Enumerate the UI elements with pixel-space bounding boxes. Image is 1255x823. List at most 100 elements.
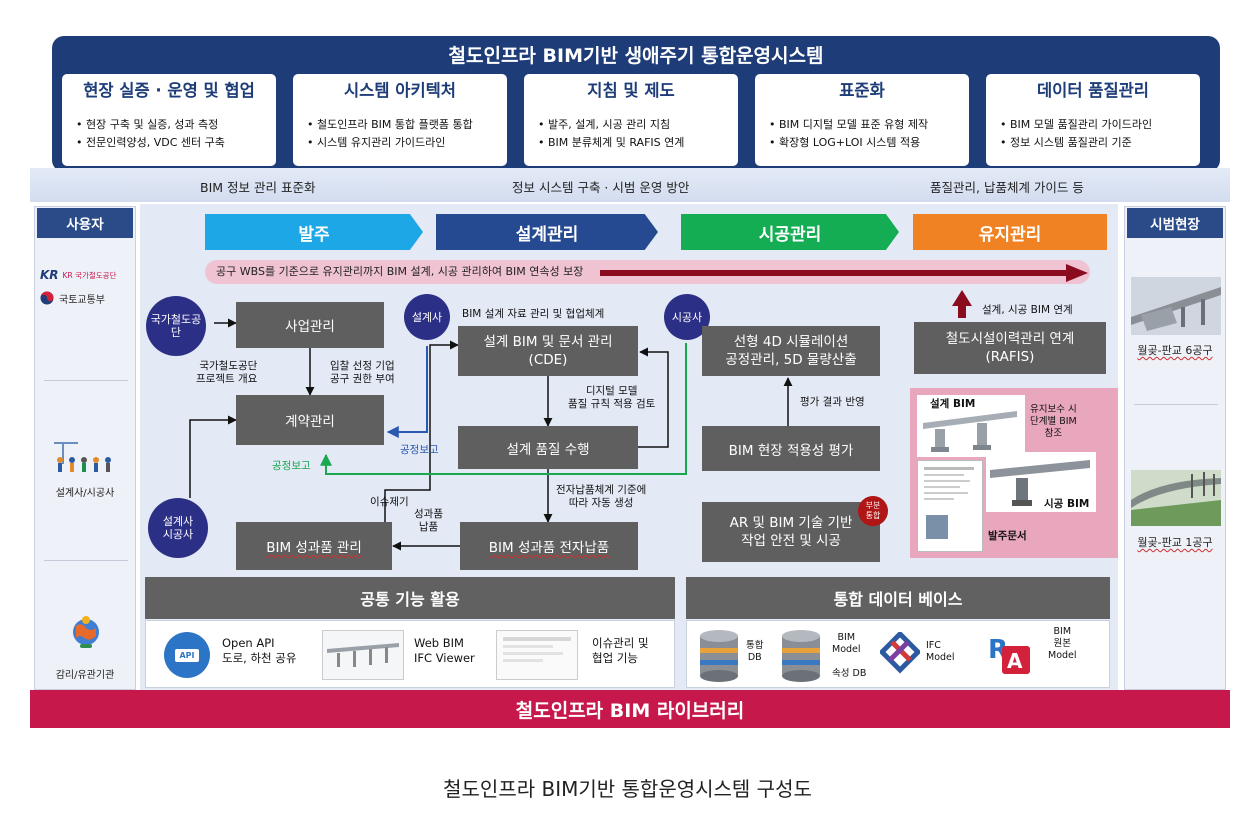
system-title: 철도인프라 BIM기반 생애주기 통합운영시스템 [448,44,824,67]
box-deliverables-management: BIM 성과품 관리 [236,522,392,570]
users-panel-title: 사용자 [37,208,133,238]
note-bim-link: 설계, 시공 BIM 연계 [982,304,1073,316]
band-text-right: 품질관리, 납품체계 가이드 등 [930,180,1084,195]
box-field-applicability: BIM 현장 적용성 평가 [702,426,880,471]
label-design-bim: 설계 BIM [930,398,976,410]
box-contract-management: 계약관리 [236,395,384,445]
category-item: • 정보 시스템 품질관리 기준 [1000,136,1132,149]
actor-designer: 설계사 [404,294,450,340]
site-label-1: 월곶-판교 1공구 [1137,536,1213,549]
label-owner-docs: 발주문서 [988,530,1027,542]
category-title: 표준화 [839,81,885,100]
note-bidding: 입찰 선정 기업 공구 권한 부여 [330,360,395,385]
note-progress-report-blue: 공정보고 [400,444,439,456]
api-icon: API [164,632,210,678]
site-image-1 [1131,470,1221,526]
web-bim-viewer-image [322,630,404,680]
note-project-overview: 국가철도공단 프로젝트 개요 [196,360,258,385]
category-field-operation: 현장 실증 · 운영 및 협업 • 현장 구축 및 실증, 성과 측정 • 전문… [62,74,276,166]
box-e-delivery: BIM 성과품 전자납품 [460,522,638,570]
attribute-db-label: 속성 DB [832,668,867,679]
note-digital-model: 디지털 모델 품질 규칙 적용 검토 [568,385,656,410]
band-text-left: BIM 정보 관리 표준화 [200,180,316,195]
label-maintenance-ref: 유지보수 시 단계별 BIM 참조 [1030,404,1077,439]
site-image-6 [1131,277,1221,335]
summary-band [30,168,1230,202]
divider [44,380,128,381]
box-rafis: 철도시설이력관리 연계 (RAFIS) [914,322,1106,374]
molit-logo: 국토교통부 [40,290,132,306]
divider [44,560,128,561]
box-design-quality: 설계 품질 수행 [458,426,638,469]
category-item: • BIM 분류체계 및 RAFIS 연계 [538,136,685,149]
bim-model-label: BIM Model [832,632,861,655]
taegeuk-icon [40,291,54,305]
owner-document-image [917,460,983,552]
actor-owner: 국가철도공 단 [146,296,206,356]
category-item: • 철도인프라 BIM 통합 플랫폼 통합 [307,118,473,131]
category-item: • 현장 구축 및 실증, 성과 측정 [76,118,219,131]
database-icon [696,628,742,682]
svg-text:A: A [1007,649,1023,673]
category-title: 데이터 품질관리 [1036,81,1149,100]
label-construction-bim: 시공 BIM [1044,498,1090,510]
design-bim-image [917,395,1025,457]
phase-maintenance: 유지관리 [913,214,1107,250]
figure-caption: 철도인프라 BIM기반 통합운영시스템 구성도 [443,776,812,801]
web-bim-text: Web BIM IFC Viewer [414,636,475,665]
category-data-quality: 데이터 품질관리 • BIM 모델 품질관리 가이드라인 • 정보 시스템 품질… [986,74,1200,166]
box-ar-safety: AR 및 BIM 기술 기반 작업 안전 및 시공 [702,502,880,562]
revit-logo-icon: R A [986,630,1032,676]
category-item: • 시스템 유지관리 가이드라인 [307,136,446,149]
integrated-db-label: 통합 DB [746,640,764,663]
note-auto-generate: 전자납품체계 기준에 따라 자동 생성 [556,484,647,509]
kr-logo: KR KR 국가철도공단 [40,268,117,282]
supervision-label: 감리/유관기관 [55,670,115,681]
category-item: • BIM 모델 품질관리 가이드라인 [1000,118,1153,131]
category-item: • 발주, 설계, 시공 관리 지침 [538,118,671,131]
note-eval-reflect: 평가 결과 반영 [800,396,865,408]
ifc-model-label: IFC Model [926,640,955,663]
phase-design: 설계관리 [436,214,658,250]
band-text-center: 정보 시스템 구축 · 시범 운영 방안 [512,180,690,195]
users-panel [34,206,136,690]
phase-order: 발주 [205,214,423,250]
common-functions-header: 공통 기능 활용 [145,577,675,619]
note-deliverable-submit: 성과품 납품 [414,508,443,533]
category-item: • 전문인력양성, VDC 센터 구축 [76,136,225,149]
note-progress-report-green: 공정보고 [272,460,311,472]
globe-people-icon [66,614,106,658]
category-item: • 확장형 LOG+LOI 시스템 적용 [769,136,921,149]
database-icon [778,628,824,682]
bim-original-label: BIM 원본 Model [1048,626,1077,661]
construction-bim-image [986,452,1096,512]
category-standardization: 표준화 • BIM 디지털 모델 표준 유형 제작 • 확장형 LOG+LOI … [755,74,969,166]
box-project-management: 사업관리 [236,302,384,348]
box-cde: 설계 BIM 및 문서 관리 (CDE) [458,326,638,376]
wbs-text: 공구 WBS를 기준으로 유지관리까지 BIM 설계, 시공 관리하여 BIM … [216,265,584,278]
continuity-arrow [600,264,1088,282]
category-title: 현장 실증 · 운영 및 협업 [83,81,255,100]
open-api-text: Open API 도로, 하천 공유 [222,636,297,665]
library-footer: 철도인프라 BIM 라이브러리 [30,690,1230,728]
actor-designer-contractor: 설계사 시공사 [148,498,208,558]
category-title: 지침 및 제도 [587,81,675,100]
category-architecture: 시스템 아키텍처 • 철도인프라 BIM 통합 플랫폼 통합 • 시스템 유지관… [293,74,507,166]
note-design-coop: BIM 설계 자료 관리 및 협업체계 [462,308,605,320]
category-title: 시스템 아키텍처 [343,81,456,100]
divider [1134,404,1218,405]
note-issue: 이슈제기 [370,496,409,508]
site-label-6: 월곶-판교 6공구 [1137,344,1213,357]
box-4d-simulation: 선형 4D 시뮬레이션 공정관리, 5D 물량산출 [702,326,880,376]
integrated-db-header: 통합 데이터 베이스 [686,577,1110,619]
issue-management-image [496,630,578,680]
common-functions-panel [145,620,675,688]
category-item: • BIM 디지털 모델 표준 유형 제작 [769,118,929,131]
pilot-sites-title: 시범현장 [1127,208,1223,238]
designer-contractor-label: 설계사/시공사 [55,488,115,499]
partial-integration-badge: 부분 통합 [858,496,888,526]
workers-icon [50,438,120,478]
phase-construction: 시공관리 [681,214,899,250]
issue-management-text: 이슈관리 및 협업 기능 [592,636,649,665]
